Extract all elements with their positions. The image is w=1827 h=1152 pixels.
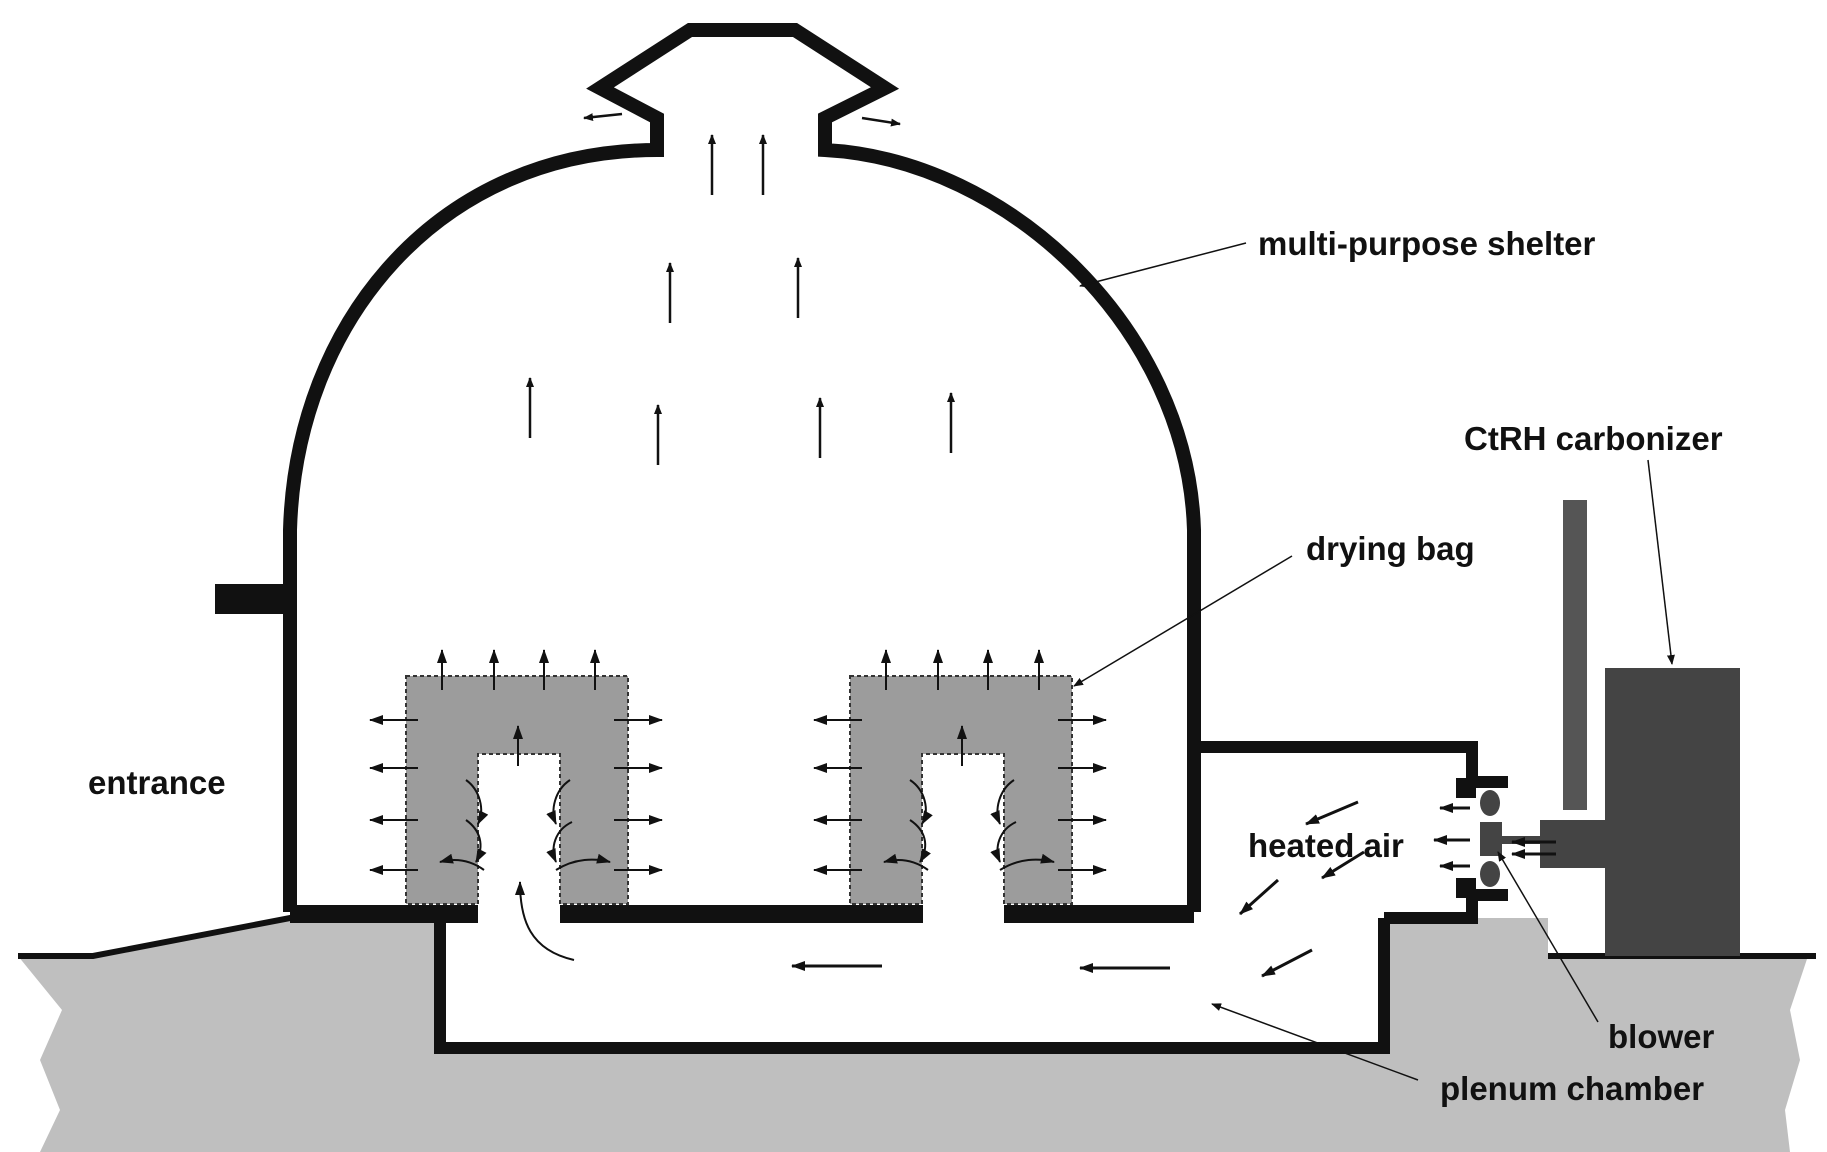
shelter-floor-left: [290, 905, 478, 923]
drying-bag-right-body: [849, 675, 1073, 905]
carbonizer-outlet: [1540, 820, 1608, 868]
air-arrow: [465, 779, 489, 825]
label-drying-bag: drying bag: [1306, 530, 1475, 567]
drying-bag-left: [405, 675, 629, 905]
air-arrow: [465, 819, 487, 863]
air-arrow: [883, 853, 929, 871]
drying-bag-left-body: [405, 675, 629, 905]
duct-flange-bottom: [1456, 878, 1476, 898]
label-heated-air: heated air: [1248, 827, 1404, 864]
plenum-leader: [1211, 1003, 1419, 1081]
air-arrow: [999, 853, 1055, 871]
air-arrow: [909, 819, 931, 863]
air-arrow: [546, 779, 571, 825]
ground: [18, 918, 1808, 1152]
air-arrow: [515, 881, 575, 961]
vent-arrow-right: [861, 116, 901, 127]
label-blower: blower: [1608, 1018, 1715, 1055]
carbonizer-leader: [1647, 459, 1675, 665]
air-arrow: [990, 779, 1015, 825]
shelter-floor-center: [560, 905, 923, 923]
label-plenum-chamber: plenum chamber: [1440, 1070, 1704, 1107]
air-arrow: [909, 779, 933, 825]
duct-flange-top: [1456, 778, 1476, 798]
air-arrow: [546, 821, 573, 863]
plenum-chamber-wall: [434, 918, 1390, 1054]
air-arrow: [990, 821, 1017, 863]
bag-air-arrows: [369, 649, 1107, 875]
label-multi-purpose-shelter: multi-purpose shelter: [1258, 225, 1596, 262]
air-arrow: [1238, 878, 1280, 916]
air-arrow: [439, 853, 485, 871]
air-arrow: [1321, 850, 1365, 880]
drying-bag-leader: [1073, 555, 1293, 687]
air-arrow: [1261, 948, 1313, 978]
air-arrow: [555, 853, 611, 871]
leader-lines: [1073, 242, 1675, 1081]
shelter-dome-wall: [283, 23, 1201, 912]
shelter-side-stub: [215, 584, 293, 614]
chimney: [1563, 500, 1587, 810]
shelter-leader: [1079, 242, 1247, 288]
carbonizer-body: [1605, 668, 1740, 956]
blower-housing: [1480, 822, 1502, 856]
curved-air-arrows: [439, 779, 1055, 961]
heated-air-flow-arrows: [791, 800, 1556, 978]
drying-bag-right: [849, 675, 1073, 905]
blower-fan-bottom: [1480, 861, 1500, 887]
vent-arrow-left: [583, 112, 623, 122]
shelter-floor-right: [1004, 905, 1194, 923]
air-arrow: [1305, 800, 1359, 826]
blower-leader: [1497, 851, 1599, 1023]
label-ctrh-carbonizer: CtRH carbonizer: [1464, 420, 1723, 457]
blower-fan-top: [1480, 790, 1500, 816]
rising-air-arrows: [526, 112, 955, 465]
label-entrance: entrance: [88, 764, 226, 801]
heated-air-duct: [1194, 741, 1508, 924]
